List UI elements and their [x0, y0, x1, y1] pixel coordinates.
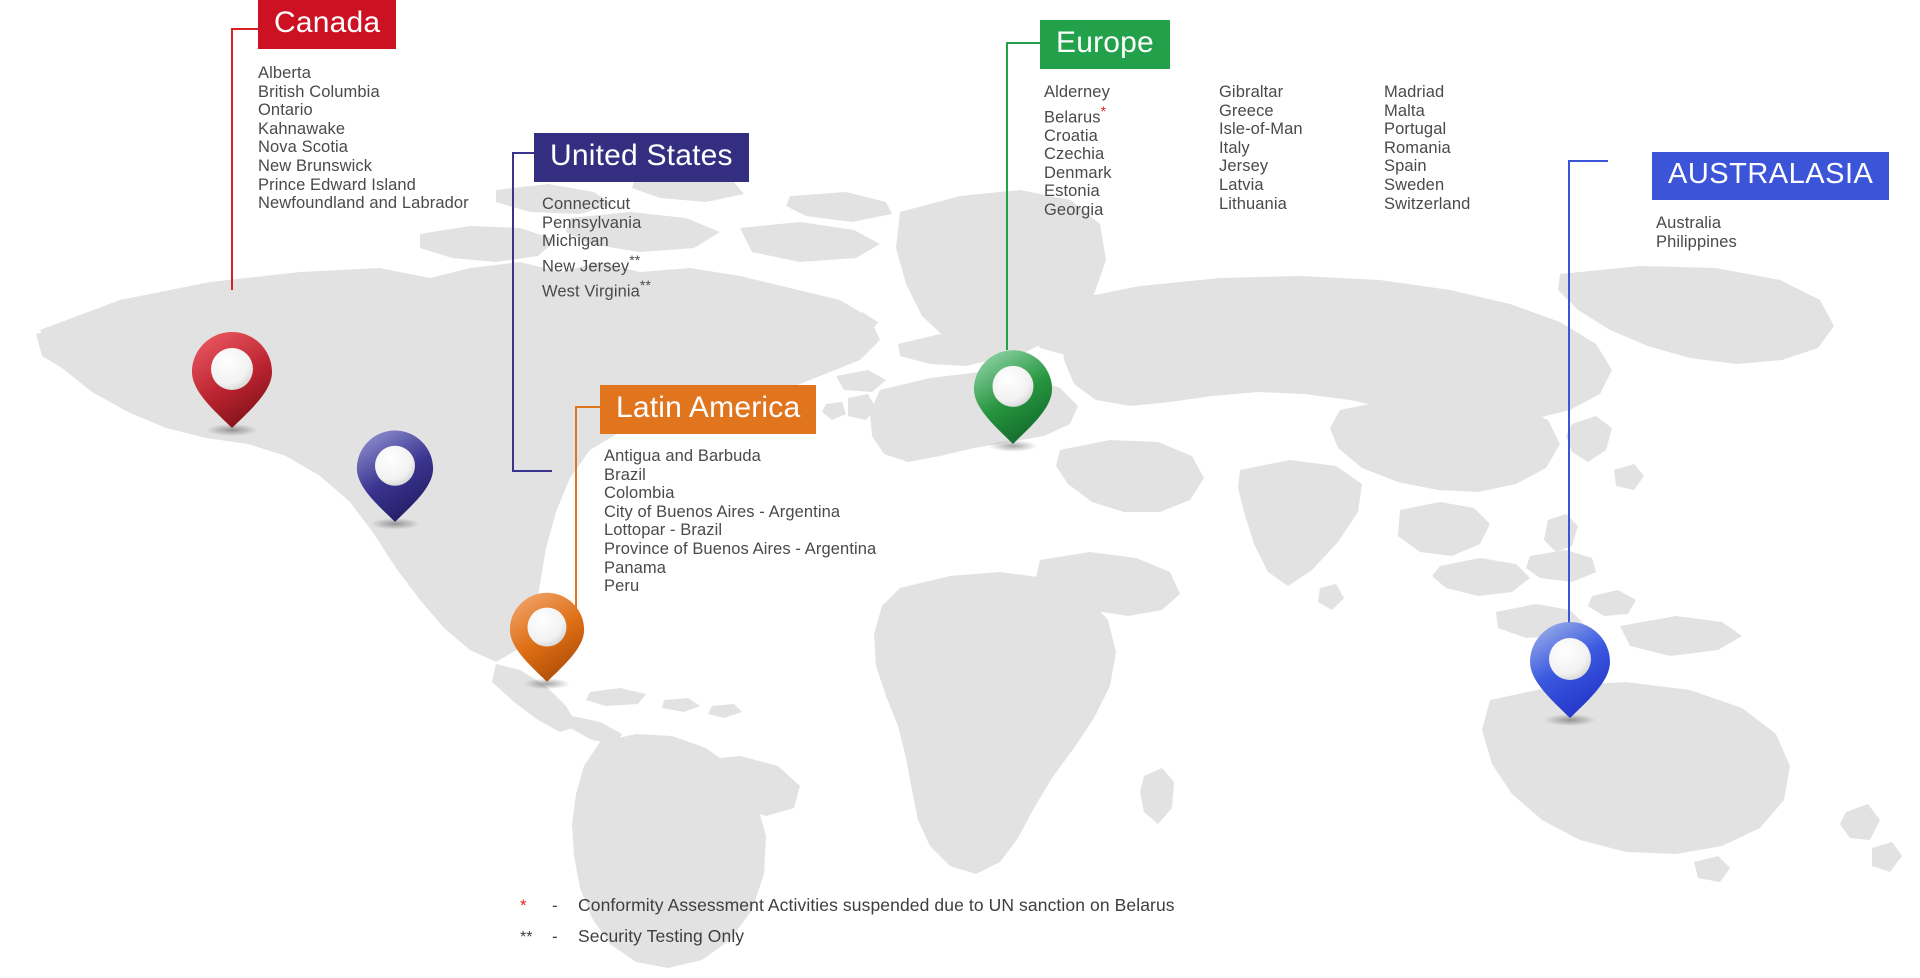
leader-line-latin-america [575, 406, 615, 628]
list-item: Colombia [604, 484, 675, 503]
list-item: Gibraltar [1219, 83, 1284, 101]
region-column: Madriad Malta Portugal Romania Spain Swe… [1384, 83, 1470, 220]
list-item: Brazil [604, 465, 646, 484]
pin-canada[interactable] [190, 330, 274, 438]
footnote-row: * - Conformity Assessment Activities sus… [518, 895, 1175, 916]
list-item: Alderney [1044, 83, 1110, 101]
list-item: Madriad [1384, 83, 1445, 101]
list-item: Nova Scotia [258, 138, 349, 157]
list-item: Sweden [1384, 175, 1445, 194]
region-title-australasia: AUSTRALASIA [1652, 152, 1890, 200]
list-item: City of Buenos Aires - Argentina [604, 502, 841, 521]
list-item: Michigan [542, 232, 609, 251]
region-australasia: AUSTRALASIA Australia Philippines [1652, 152, 1890, 251]
region-title-united-states: United States [534, 133, 749, 182]
footnote-marker: ** [639, 276, 652, 293]
list-item: Australia [1656, 214, 1722, 232]
region-list-europe: Alderney Belarus* Croatia Czechia Denmar… [1044, 83, 1470, 220]
footnote-marker-single: * [520, 896, 527, 915]
list-item: Panama [604, 558, 667, 577]
footnote-marker-double: ** [520, 929, 533, 946]
region-title-latin-america: Latin America [600, 385, 817, 434]
pin-latin-america[interactable] [508, 590, 586, 692]
pin-australasia[interactable] [1528, 620, 1612, 728]
list-item: Denmark [1044, 163, 1112, 182]
pin-europe[interactable] [972, 348, 1054, 454]
footnote-row: ** - Security Testing Only [518, 926, 1175, 947]
region-list-latin-america: Antigua and Barbuda Brazil Colombia City… [604, 447, 876, 596]
region-column: Connecticut Pennsylvania Michigan New Je… [542, 195, 651, 301]
region-united-states: United States Connecticut Pennsylvania M… [534, 133, 749, 301]
list-item: Connecticut [542, 195, 631, 213]
list-item: Georgia [1044, 201, 1104, 220]
list-item: New Brunswick [258, 156, 373, 175]
list-item: Newfoundland and Labrador [258, 194, 469, 213]
list-item: New Jersey** [542, 251, 641, 276]
list-item: Latvia [1219, 175, 1264, 194]
list-item: Alberta [258, 64, 311, 82]
list-item: Philippines [1656, 232, 1737, 251]
list-item: Switzerland [1384, 194, 1471, 213]
list-item: Isle-of-Man [1219, 120, 1303, 139]
region-column: Alderney Belarus* Croatia Czechia Denmar… [1044, 83, 1219, 220]
footnote-marker: * [1100, 102, 1107, 119]
list-item: Malta [1384, 101, 1425, 120]
region-title-canada: Canada [258, 0, 397, 49]
list-item: Ontario [258, 101, 313, 120]
list-item: Belarus* [1044, 102, 1107, 127]
region-title-europe: Europe [1040, 20, 1170, 69]
leader-line-europe [1006, 42, 1046, 350]
list-item: Estonia [1044, 182, 1100, 201]
region-europe: Europe Alderney Belarus* Croatia Czechia… [1040, 20, 1470, 220]
list-item: West Virginia** [542, 276, 652, 301]
region-column: Australia Philippines [1656, 214, 1737, 251]
region-canada: Canada Alberta British Columbia Ontario … [258, 0, 469, 213]
footnote-text: Conformity Assessment Activities suspend… [578, 895, 1175, 915]
list-item: Antigua and Barbuda [604, 447, 761, 465]
leader-line-united-states [512, 152, 552, 472]
list-item: Lottopar - Brazil [604, 521, 723, 540]
list-item: British Columbia [258, 82, 380, 101]
footnotes: * - Conformity Assessment Activities sus… [518, 895, 1175, 957]
list-item: Romania [1384, 138, 1451, 157]
list-item: Peru [604, 577, 640, 596]
list-item: Czechia [1044, 145, 1105, 164]
list-item: Greece [1219, 101, 1274, 120]
list-item: Province of Buenos Aires - Argentina [604, 539, 877, 558]
list-item: Croatia [1044, 126, 1098, 145]
footnote-text: Security Testing Only [578, 926, 745, 946]
region-list-united-states: Connecticut Pennsylvania Michigan New Je… [542, 195, 749, 301]
list-item: Spain [1384, 157, 1427, 176]
list-item: Portugal [1384, 120, 1447, 139]
region-column: Alberta British Columbia Ontario Kahnawa… [258, 64, 469, 213]
region-latin-america: Latin America Antigua and Barbuda Brazil… [600, 385, 876, 596]
list-item: Kahnawake [258, 119, 346, 138]
footnote-dash: - [552, 896, 558, 915]
list-item: Pennsylvania [542, 213, 642, 232]
region-column: Gibraltar Greece Isle-of-Man Italy Jerse… [1219, 83, 1384, 220]
leader-line-australasia [1568, 160, 1608, 630]
list-item: Italy [1219, 138, 1250, 157]
footnote-dash: - [552, 927, 558, 946]
landmass-shapes [36, 172, 1902, 968]
list-item: Lithuania [1219, 194, 1287, 213]
list-item: Prince Edward Island [258, 175, 416, 194]
footnote-marker: ** [629, 251, 641, 268]
region-column: Antigua and Barbuda Brazil Colombia City… [604, 447, 876, 596]
pin-united-states[interactable] [355, 428, 435, 532]
list-item: Jersey [1219, 157, 1269, 176]
region-list-canada: Alberta British Columbia Ontario Kahnawa… [258, 64, 469, 213]
region-list-australasia: Australia Philippines [1656, 214, 1889, 251]
